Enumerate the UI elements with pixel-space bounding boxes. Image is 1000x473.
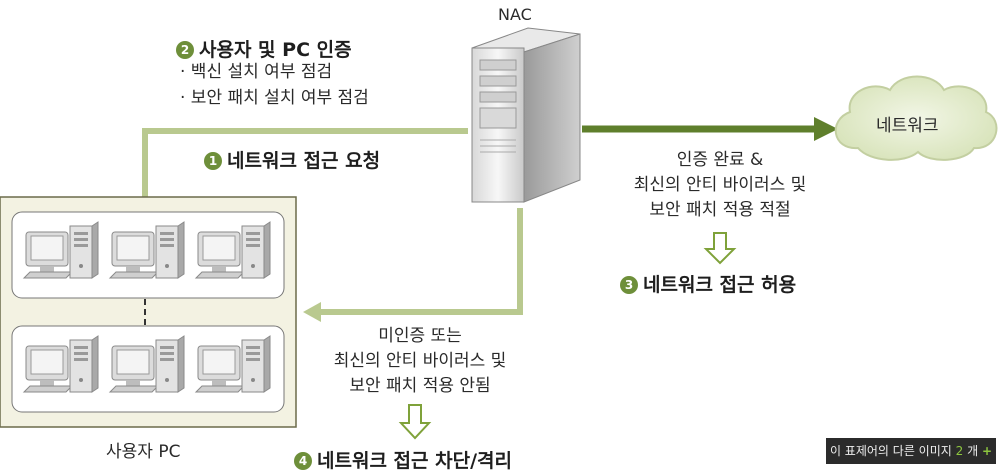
other-images-label: 이 표제어의 다른 이미지 (829, 444, 952, 458)
allow-arrow (582, 117, 838, 141)
step2-bullet-1: · 백신 설치 여부 점검 (180, 62, 333, 82)
user-pc-label: 사용자 PC (106, 442, 181, 462)
other-images-button[interactable]: 이 표제어의 다른 이미지 2 개 + (826, 438, 996, 464)
user-pc-panel (0, 196, 297, 428)
step3-condition: 인증 완료 & 최신의 안티 바이러스 및 보안 패치 적용 적절 (590, 148, 850, 223)
step3-condition-line: 보안 패치 적용 적절 (649, 200, 791, 220)
step2-number-badge: 2 (176, 41, 194, 59)
step4-condition-line: 최신의 안티 바이러스 및 (333, 351, 507, 371)
block-line (318, 208, 523, 315)
step3-heading: 3 네트워크 접근 허용 (620, 270, 796, 297)
hollow-arrow-block (398, 404, 432, 440)
step4-condition-line: 미인증 또는 (378, 326, 462, 346)
step2-bullet-2: · 보안 패치 설치 여부 점검 (180, 88, 369, 108)
step1-heading: 1 네트워크 접근 요청 (204, 146, 380, 173)
step3-number-badge: 3 (620, 276, 638, 294)
cloud-shape (834, 75, 998, 161)
nac-label: NAC (498, 5, 532, 24)
connection-lines (142, 128, 523, 322)
server-icon (471, 27, 581, 203)
step1-title: 네트워크 접근 요청 (227, 150, 381, 172)
plus-icon: + (981, 444, 993, 458)
other-images-unit: 개 (967, 444, 979, 458)
step2-title: 사용자 및 PC 인증 (199, 39, 352, 61)
network-label: 네트워크 (876, 116, 939, 136)
other-images-count: 2 (955, 444, 964, 458)
step4-condition-line: 보안 패치 적용 안됨 (349, 376, 491, 396)
step3-condition-line: 인증 완료 & (676, 150, 764, 170)
step4-number-badge: 4 (294, 452, 312, 470)
hollow-arrow-allow (703, 232, 737, 265)
step4-condition: 미인증 또는 최신의 안티 바이러스 및 보안 패치 적용 안됨 (290, 324, 550, 399)
step4-title: 네트워크 접근 차단/격리 (317, 450, 512, 472)
step3-title: 네트워크 접근 허용 (643, 274, 797, 296)
step4-heading: 4 네트워크 접근 차단/격리 (294, 446, 512, 473)
step3-condition-line: 최신의 안티 바이러스 및 (633, 175, 807, 195)
step1-number-badge: 1 (204, 152, 222, 170)
step2-heading: 2 사용자 및 PC 인증 (176, 35, 352, 62)
block-arrowhead (303, 302, 321, 322)
request-line (142, 128, 468, 197)
